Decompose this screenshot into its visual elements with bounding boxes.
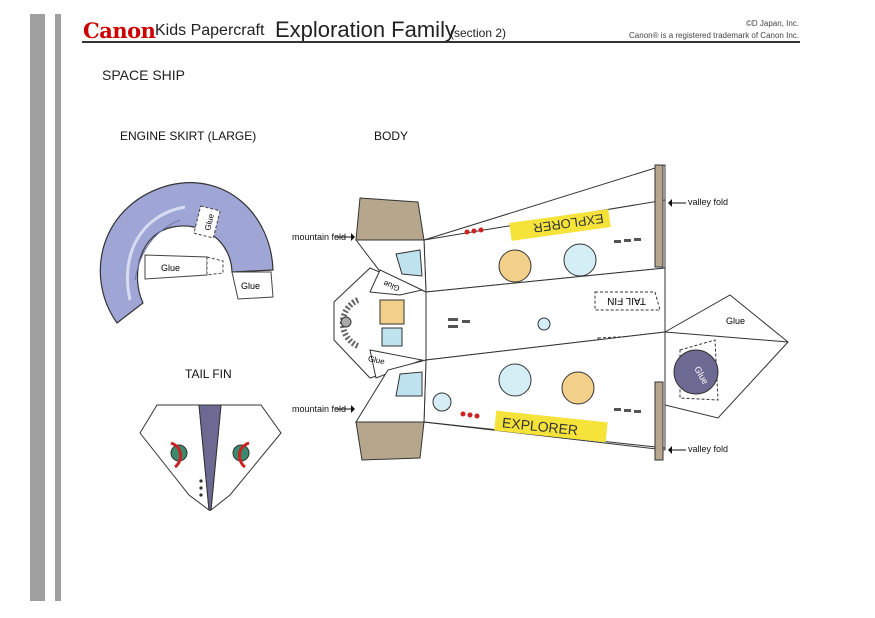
skirt-glue-label-end: Glue — [241, 281, 260, 291]
body-top-window — [395, 249, 423, 277]
product-name: Kids Papercraft — [155, 22, 265, 39]
body-label: BODY — [374, 129, 409, 143]
left-margin-bar-wide — [30, 14, 45, 601]
body-dot — [464, 229, 470, 235]
skirt-glue-label-top: Glue — [203, 212, 216, 231]
body-small-porthole — [432, 392, 452, 412]
copyright-line: ©D Japan, Inc. — [745, 19, 799, 28]
tail-fin-ring-right — [238, 441, 250, 469]
body-dash — [448, 318, 458, 321]
explorer-banner-bottom-bg — [494, 410, 608, 443]
cockpit-window — [381, 327, 403, 347]
left-margin-bar-narrow — [55, 14, 61, 601]
skirt-glue-tab-top — [193, 205, 221, 239]
tail-fin-slot-top — [594, 291, 661, 311]
body-dash — [624, 409, 631, 412]
engine-nozzle — [673, 349, 719, 395]
trademark-line: Canon® is a registered trademark of Cano… — [629, 31, 799, 40]
body-dot — [478, 227, 484, 233]
body-dash — [634, 410, 641, 413]
skirt-band — [99, 182, 274, 324]
mountain-fold-arrow-bottom — [335, 405, 355, 413]
cockpit-pilot — [379, 299, 405, 325]
body-center-porthole — [537, 317, 551, 331]
skirt-shade — [134, 219, 181, 281]
tail-fin-dot — [199, 493, 203, 497]
porthole-window-top — [563, 243, 597, 277]
header-rule — [82, 41, 800, 43]
body-dot — [460, 411, 466, 417]
tail-fin-label: TAIL FIN — [185, 367, 232, 381]
mountain-fold-label-top: mountain fold — [292, 232, 347, 242]
section-label: (section 2) — [450, 26, 507, 40]
porthole-astronaut-bottom — [561, 371, 595, 405]
body-bottom-window — [395, 371, 423, 397]
skirt-highlight — [125, 205, 186, 301]
valley-fold-label-top: valley fold — [688, 197, 729, 207]
page-title: Exploration Family — [275, 17, 456, 42]
tail-fin-ring-left — [170, 441, 182, 469]
engine-cone-glue-label: Glue — [726, 316, 745, 326]
skirt-glue-tab-end — [231, 271, 274, 300]
body-bottom-flap — [355, 421, 425, 461]
model-heading: SPACE SHIP — [102, 67, 185, 83]
tail-fin-center-strip — [198, 404, 222, 511]
body-dash — [448, 325, 458, 328]
valley-fold-arrow-bottom — [668, 446, 686, 454]
mountain-fold-label-bottom: mountain fold — [292, 404, 347, 414]
engine-cone-fold-line — [664, 331, 789, 343]
engine-skirt-piece: Glue Glue Glue — [99, 182, 274, 324]
explorer-banner-top-bg — [509, 209, 611, 241]
explorer-banner-bottom: EXPLORER — [494, 410, 608, 443]
skirt-glue-tab-inner-end — [206, 256, 224, 276]
skirt-glue-label-inner: Glue — [161, 263, 180, 273]
body-dot — [471, 228, 477, 234]
tail-fin-dot — [199, 486, 203, 490]
brand-logo: Canon — [83, 18, 156, 43]
valley-fold-arrow-top — [668, 199, 686, 207]
body-bottom-valley-strip — [654, 381, 664, 461]
porthole-astronaut-top — [498, 249, 532, 283]
body-dash — [614, 240, 621, 243]
valley-fold-label-bottom: valley fold — [688, 444, 729, 454]
body-dot — [467, 412, 473, 418]
body-piece: EXPLORER Glue Glue TAIL FIN TAIL FIN EXP… — [333, 164, 789, 461]
body-top-flap — [355, 197, 425, 241]
engine-skirt-label: ENGINE SKIRT (LARGE) — [120, 129, 257, 143]
tail-fin-piece — [139, 404, 282, 512]
tail-fin-slot-top-label: TAIL FIN — [607, 295, 646, 306]
explorer-text-bottom: EXPLORER — [501, 414, 579, 438]
tail-fin-dot — [199, 479, 203, 483]
body-dash — [614, 408, 621, 411]
body-dot — [474, 413, 480, 419]
body-dash — [624, 239, 631, 242]
nose-knob — [340, 316, 352, 328]
body-top-valley-strip — [654, 164, 664, 268]
body-dash — [462, 320, 470, 323]
mountain-fold-arrow-top — [335, 233, 355, 241]
body-nose-glue-top — [369, 269, 424, 296]
nose-glue-label-bottom: Glue — [367, 354, 386, 366]
porthole-window-bottom — [498, 363, 532, 397]
body-dash — [634, 238, 641, 241]
